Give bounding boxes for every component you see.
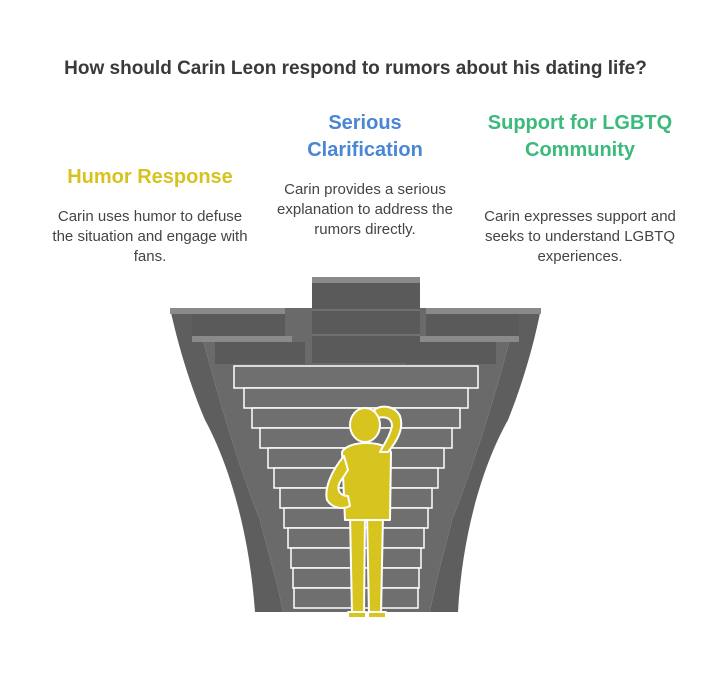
humor-option-heading: Humor Response [67,166,233,188]
right-stair-wall [430,308,541,612]
support-option-heading: Support for LGBTQ Community [487,112,673,161]
right-stairs [406,308,541,364]
serious-option-description: Carin provides a serious explanation to … [277,181,453,238]
serious-option-heading: Serious Clarification [307,112,423,161]
page-title: How should Carin Leon respond to rumors … [64,58,647,79]
support-option-description: Carin expresses support and seeks to und… [484,208,676,265]
center-tower [312,277,420,363]
left-stairs [170,308,305,364]
humor-option-description: Carin uses humor to defuse the situation… [52,208,248,265]
left-stair-wall [170,308,283,612]
person-scratching-head-icon [325,405,403,619]
